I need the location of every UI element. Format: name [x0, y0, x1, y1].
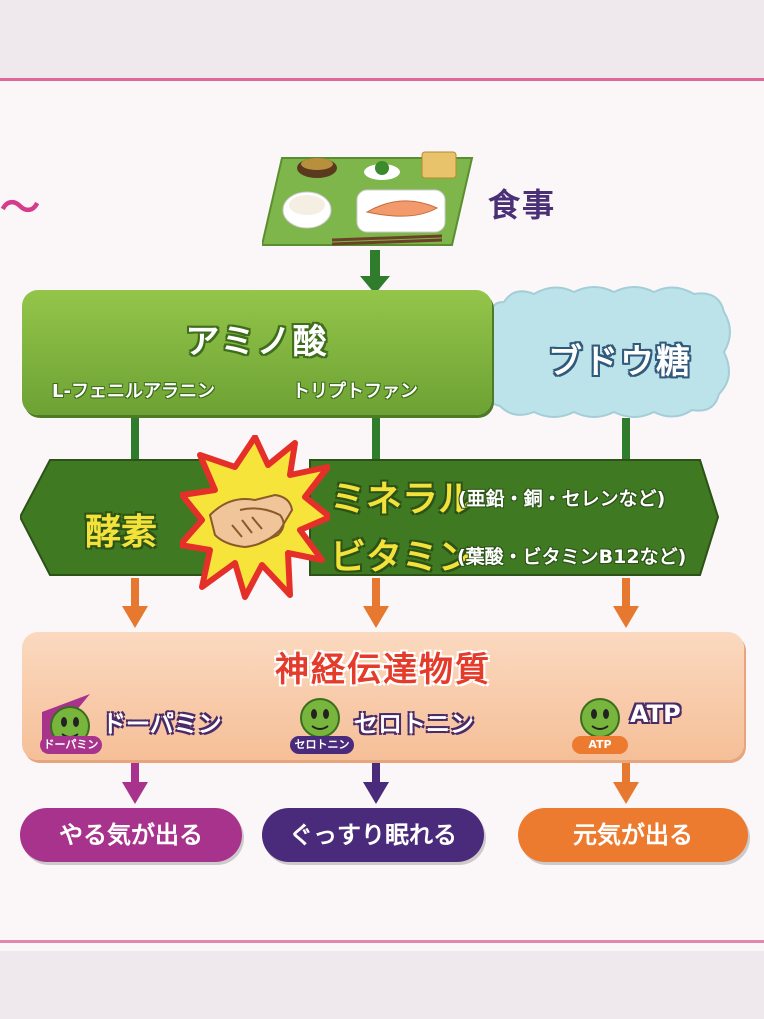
- vitamin-examples: (葉酸・ビタミンB12など): [457, 546, 687, 568]
- arrow-glucose: [622, 418, 630, 480]
- enzyme-label: 酵素: [85, 512, 158, 553]
- atp-item: ATP ATP: [570, 692, 681, 758]
- handshake-icon: [208, 493, 294, 549]
- serotonin-name: セロトニン: [354, 710, 474, 738]
- page-divider: [0, 940, 764, 943]
- arrow-to-energy: [613, 762, 639, 804]
- cofactor-band: [20, 459, 720, 576]
- serotonin-character-icon: [300, 698, 340, 738]
- amino-acid-box: アミノ酸 L-フェニルアラニン トリプトファン: [22, 290, 492, 415]
- meal-illustration: [262, 151, 474, 246]
- atp-name: ATP: [630, 700, 681, 728]
- vitamin-label: ビタミン: [330, 537, 475, 578]
- arrow-meal-to-nutrients: [360, 250, 390, 294]
- mineral-label: ミネラル: [330, 479, 475, 520]
- amino-acid-phenylalanine: L-フェニルアラニン: [52, 381, 215, 402]
- meal-label: 食事: [488, 186, 557, 224]
- serotonin-tag: セロトニン: [290, 736, 354, 754]
- atp-tag: ATP: [572, 736, 628, 754]
- dopamine-name: ドーパミン: [102, 710, 222, 738]
- neurotransmitter-title: 神経伝達物質: [275, 650, 491, 690]
- arrow-amino-center: [372, 415, 380, 480]
- mineral-examples: (亜鉛・銅・セレンなど): [458, 488, 666, 510]
- effect-sleep: ぐっすり眠れる: [262, 808, 484, 862]
- amino-acid-tryptophan: トリプトファン: [292, 381, 418, 402]
- arrow-to-dopamine: [122, 578, 148, 628]
- glucose-label: ブドウ糖: [548, 342, 692, 382]
- arrow-to-serotonin: [363, 578, 389, 628]
- wave-mark: 〜: [0, 185, 40, 231]
- neurotransmitter-box: 神経伝達物質 ドーパミン ドーパミン セロトニン セロトニン ATP AT: [22, 632, 744, 760]
- arrow-to-sleep: [363, 762, 389, 804]
- arrow-to-motivation: [122, 762, 148, 804]
- effect-motivation: やる気が出る: [20, 808, 242, 862]
- arrow-amino-left: [131, 415, 139, 480]
- dopamine-item: ドーパミン ドーパミン: [40, 692, 222, 758]
- dopamine-tag: ドーパミン: [40, 736, 102, 754]
- arrow-to-atp: [613, 578, 639, 628]
- effect-energy: 元気が出る: [518, 808, 748, 862]
- serotonin-item: セロトニン セロトニン: [290, 692, 474, 758]
- handshake-burst-icon: [180, 435, 330, 600]
- atp-character-icon: [580, 698, 620, 738]
- amino-acid-title: アミノ酸: [185, 322, 329, 362]
